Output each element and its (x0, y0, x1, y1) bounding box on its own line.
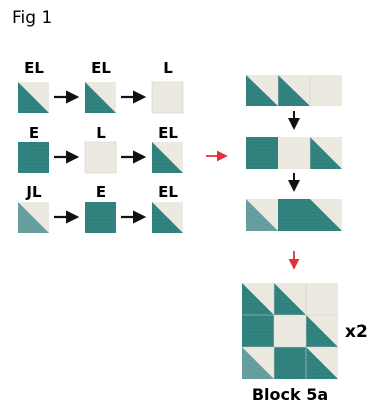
square-r3c2-teal (85, 202, 116, 233)
label-r3c1: JL (25, 183, 42, 201)
label-r2c2: L (96, 124, 106, 142)
strip-row-3 (246, 199, 342, 231)
label-r2c3: EL (158, 124, 178, 142)
label-r1c1: EL (24, 59, 44, 77)
label-r2c1: E (29, 124, 39, 142)
square-r1c2-half-triangle (85, 82, 116, 113)
multiplier-label: x2 (345, 322, 368, 342)
strip-row-1 (246, 75, 342, 106)
square-r3c3-half-triangle (152, 202, 183, 233)
label-r1c3: L (163, 59, 173, 77)
square-r2c2-light (84, 141, 117, 174)
square-r1c1-half-triangle (18, 82, 49, 113)
strip-row-2 (246, 137, 342, 169)
square-r2c1-teal (18, 142, 49, 173)
square-r3c1-half-triangle (18, 202, 49, 233)
square-r1c3-light (151, 81, 184, 114)
label-r1c2: EL (91, 59, 111, 77)
label-r3c2: E (96, 183, 106, 201)
square-r2c3-half-triangle (152, 142, 183, 173)
finished-block (242, 283, 338, 379)
figure-title: Fig 1 (12, 8, 52, 28)
block-caption: Block 5a (252, 385, 328, 404)
label-r3c3: EL (158, 183, 178, 201)
